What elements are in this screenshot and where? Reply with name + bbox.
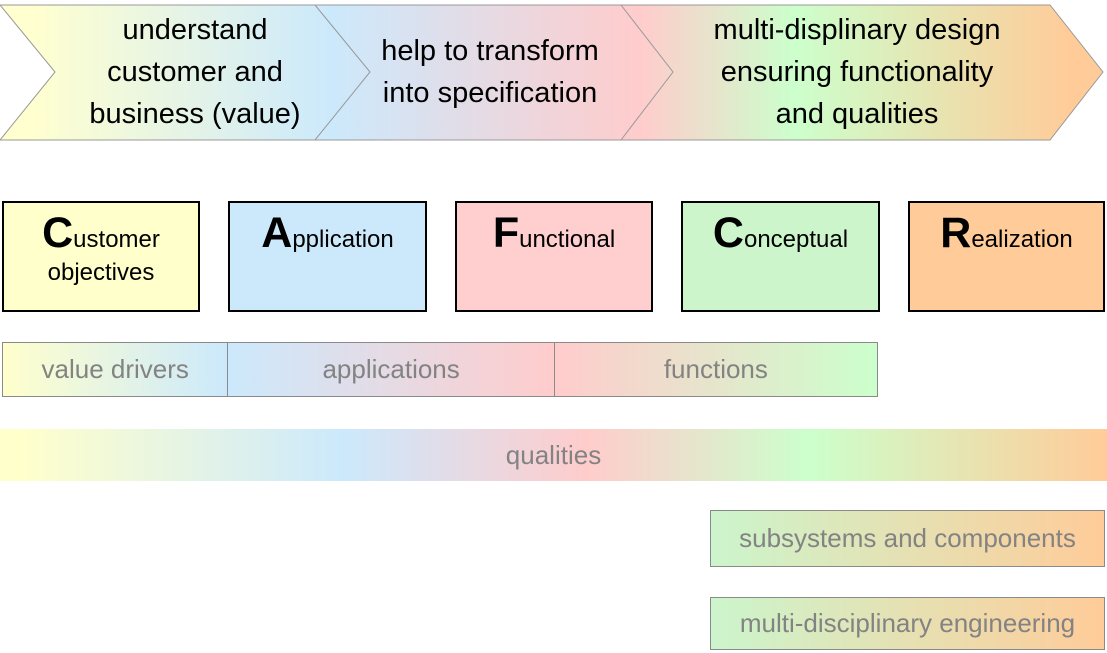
box-customer-objectives-title: Customer xyxy=(42,211,160,255)
box-conceptual-rest: onceptual xyxy=(743,226,849,253)
segment-applications-label: applications xyxy=(322,354,460,384)
banner-segment-transform-specification: help to transform into specification xyxy=(381,35,599,109)
box-application: Application xyxy=(228,201,427,312)
box-realization-rest: ealization xyxy=(971,226,1073,253)
box-functional-title: Functional xyxy=(493,211,615,255)
box-realization-title: Realization xyxy=(940,211,1072,255)
banner-arrow-shape xyxy=(0,4,1104,141)
box-conceptual-title: Conceptual xyxy=(713,211,848,255)
bar-subsystems-label: subsystems and components xyxy=(739,523,1076,553)
bar-value-apps-functions: value drivers applications functions xyxy=(2,342,878,397)
box-customer-line2: objectives xyxy=(47,259,155,286)
segment-value-drivers: value drivers xyxy=(3,343,228,396)
box-functional-initial: F xyxy=(492,209,520,257)
banner-chevron-divider-1 xyxy=(314,4,371,141)
segment-functions-label: functions xyxy=(663,354,768,384)
box-customer-initial: C xyxy=(42,209,74,257)
box-realization: Realization xyxy=(908,201,1105,312)
box-conceptual-initial: C xyxy=(712,209,744,257)
banner-outline xyxy=(0,4,1104,141)
box-customer-rest: ustomer xyxy=(73,226,160,253)
box-application-title: Application xyxy=(261,211,393,255)
segment-functions: functions xyxy=(553,343,877,396)
box-conceptual: Conceptual xyxy=(681,201,880,312)
bar-subsystems-components: subsystems and components xyxy=(710,510,1105,567)
banner-segment-understand-customer: understand customer and business (value) xyxy=(89,14,301,130)
box-functional-rest: unctional xyxy=(519,226,616,253)
bar-qualities: qualities xyxy=(0,429,1107,481)
box-application-initial: A xyxy=(261,209,293,257)
bar-qualities-label: qualities xyxy=(505,439,602,470)
segment-applications: applications xyxy=(227,343,554,396)
bar-engineering-label: multi-disciplinary engineering xyxy=(739,608,1076,638)
box-realization-initial: R xyxy=(940,209,972,257)
segment-value-drivers-label: value drivers xyxy=(41,354,189,384)
banner-chevron-divider-2 xyxy=(620,4,674,141)
box-customer-objectives: Customer objectives xyxy=(2,201,200,312)
banner-segment-multidisciplinary-design: multi-displinary design ensuring functio… xyxy=(713,14,1001,130)
bar-multidisciplinary-engineering: multi-disciplinary engineering xyxy=(710,597,1105,650)
box-functional: Functional xyxy=(455,201,653,312)
box-application-rest: pplication xyxy=(292,226,394,253)
process-flow-banner: understand customer and business (value)… xyxy=(0,0,1107,150)
